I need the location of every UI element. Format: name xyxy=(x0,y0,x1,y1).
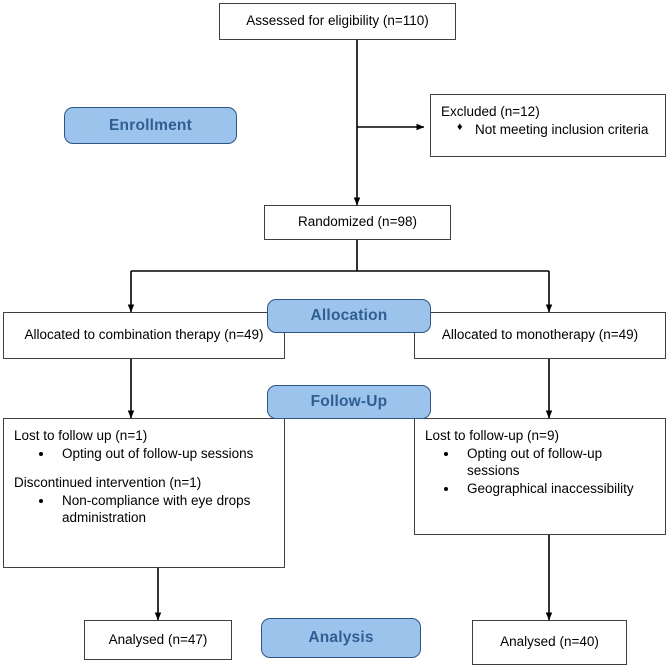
followup-label: Follow-Up xyxy=(310,393,388,410)
list-item: Opting out of follow-up sessions xyxy=(54,446,274,463)
stage-label-allocation: Allocation xyxy=(267,299,431,333)
box-analysed-monotherapy: Analysed (n=40) xyxy=(472,620,627,665)
followup-right-lead: Lost to follow-up (n=9) xyxy=(425,428,559,443)
excluded-lead: Excluded (n=12) xyxy=(441,104,540,119)
assessed-label: Assessed for eligibility (n=110) xyxy=(246,13,429,29)
box-allocated-combination-therapy: Allocated to combination therapy (n=49) xyxy=(3,312,285,359)
list-item: Non-compliance with eye drops administra… xyxy=(54,493,274,527)
box-randomized: Randomized (n=98) xyxy=(264,205,451,240)
analysis-label: Analysis xyxy=(308,629,374,646)
box-allocated-monotherapy: Allocated to monotherapy (n=49) xyxy=(414,312,666,359)
followup-left-bullet-list-2: Non-compliance with eye drops administra… xyxy=(14,493,274,527)
box-assessed-for-eligibility: Assessed for eligibility (n=110) xyxy=(219,3,456,40)
box-followup-monotherapy: Lost to follow-up (n=9) Opting out of fo… xyxy=(414,418,666,535)
allocated-left-label: Allocated to combination therapy (n=49) xyxy=(24,327,264,343)
followup-left-bullet-list-1: Opting out of follow-up sessions xyxy=(14,446,274,463)
box-followup-combination-therapy: Lost to follow up (n=1) Opting out of fo… xyxy=(3,418,285,568)
box-analysed-combination-therapy: Analysed (n=47) xyxy=(84,620,232,660)
spacer xyxy=(14,464,274,475)
list-item: Geographical inaccessibility xyxy=(459,481,655,498)
randomized-label: Randomized (n=98) xyxy=(298,214,417,230)
box-excluded: Excluded (n=12) Not meeting inclusion cr… xyxy=(430,94,666,157)
allocated-right-label: Allocated to monotherapy (n=49) xyxy=(441,327,639,343)
enrollment-label: Enrollment xyxy=(109,116,192,134)
line-randomized-split xyxy=(131,240,549,272)
analysed-left-label: Analysed (n=47) xyxy=(108,631,208,647)
analysed-right-label: Analysed (n=40) xyxy=(500,634,599,650)
allocation-label: Allocation xyxy=(310,307,388,324)
stage-label-enrollment: Enrollment xyxy=(64,107,237,144)
followup-left-lead-1: Lost to follow up (n=1) xyxy=(14,428,148,443)
list-item: Opting out of follow-up sessions xyxy=(459,446,655,480)
stage-label-analysis: Analysis xyxy=(261,618,421,658)
excluded-bullet-list: Not meeting inclusion criteria xyxy=(441,121,655,139)
stage-label-followup: Follow-Up xyxy=(267,385,431,419)
followup-left-lead-2: Discontinued intervention (n=1) xyxy=(14,474,202,490)
followup-right-bullet-list: Opting out of follow-up sessions Geograp… xyxy=(425,446,655,498)
list-item: Not meeting inclusion criteria xyxy=(457,121,655,139)
